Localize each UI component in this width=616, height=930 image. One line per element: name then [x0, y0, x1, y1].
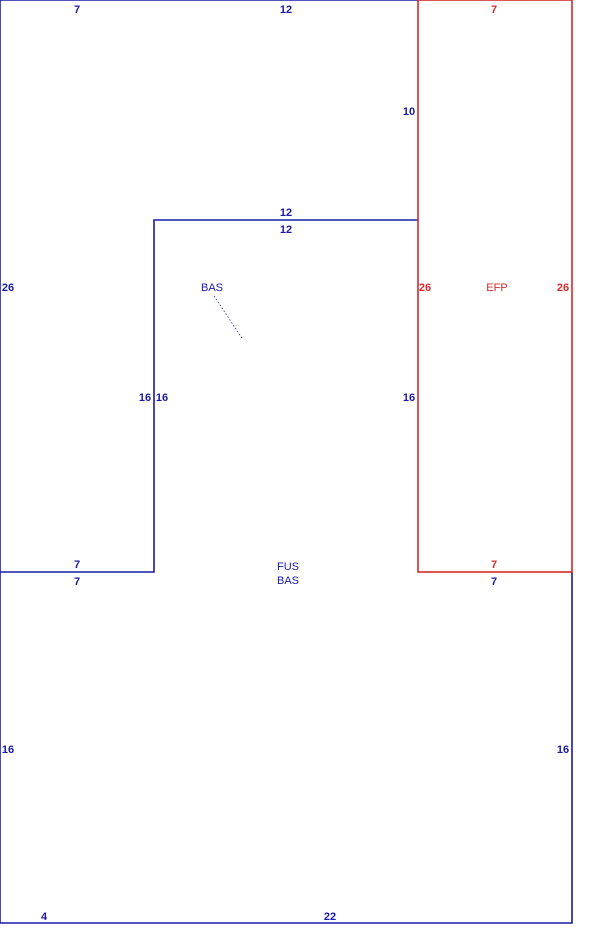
- dim-efp-bottom-outer: 7: [491, 576, 497, 588]
- dim-efp-left: 26: [419, 282, 431, 294]
- dim-ledge-lower: 7: [74, 576, 80, 588]
- dim-right-upper-side: 10: [403, 106, 415, 118]
- dim-ledge-upper: 7: [74, 559, 80, 571]
- dim-bottom-main: 22: [324, 911, 336, 923]
- dim-notch-top-outer: 12: [280, 207, 292, 219]
- dim-right-lower: 16: [557, 744, 569, 756]
- dim-efp-right: 26: [557, 282, 569, 294]
- main-structure-outline: [0, 0, 573, 924]
- dim-notch-left-outer: 16: [139, 392, 151, 404]
- area-label-fus: FUS: [277, 561, 299, 573]
- dim-efp-bottom: 7: [491, 559, 497, 571]
- dim-notch-left-inner: 16: [156, 392, 168, 404]
- dim-left-upper: 26: [2, 282, 14, 294]
- area-label-bas-lower: BAS: [277, 575, 299, 587]
- bas-leader-line: [213, 295, 243, 339]
- dim-notch-right: 16: [403, 392, 415, 404]
- dim-top-middle: 12: [280, 4, 292, 16]
- area-label-efp: EFP: [486, 282, 507, 294]
- efp-outline: [417, 0, 573, 573]
- notch-outline: [0, 219, 418, 573]
- dim-bottom-left: 4: [41, 911, 48, 923]
- dim-notch-top-inner: 12: [280, 224, 292, 236]
- dim-top-left: 7: [74, 4, 80, 16]
- area-label-bas-upper: BAS: [201, 282, 223, 294]
- dim-efp-top: 7: [491, 4, 497, 16]
- dim-left-lower: 16: [2, 744, 14, 756]
